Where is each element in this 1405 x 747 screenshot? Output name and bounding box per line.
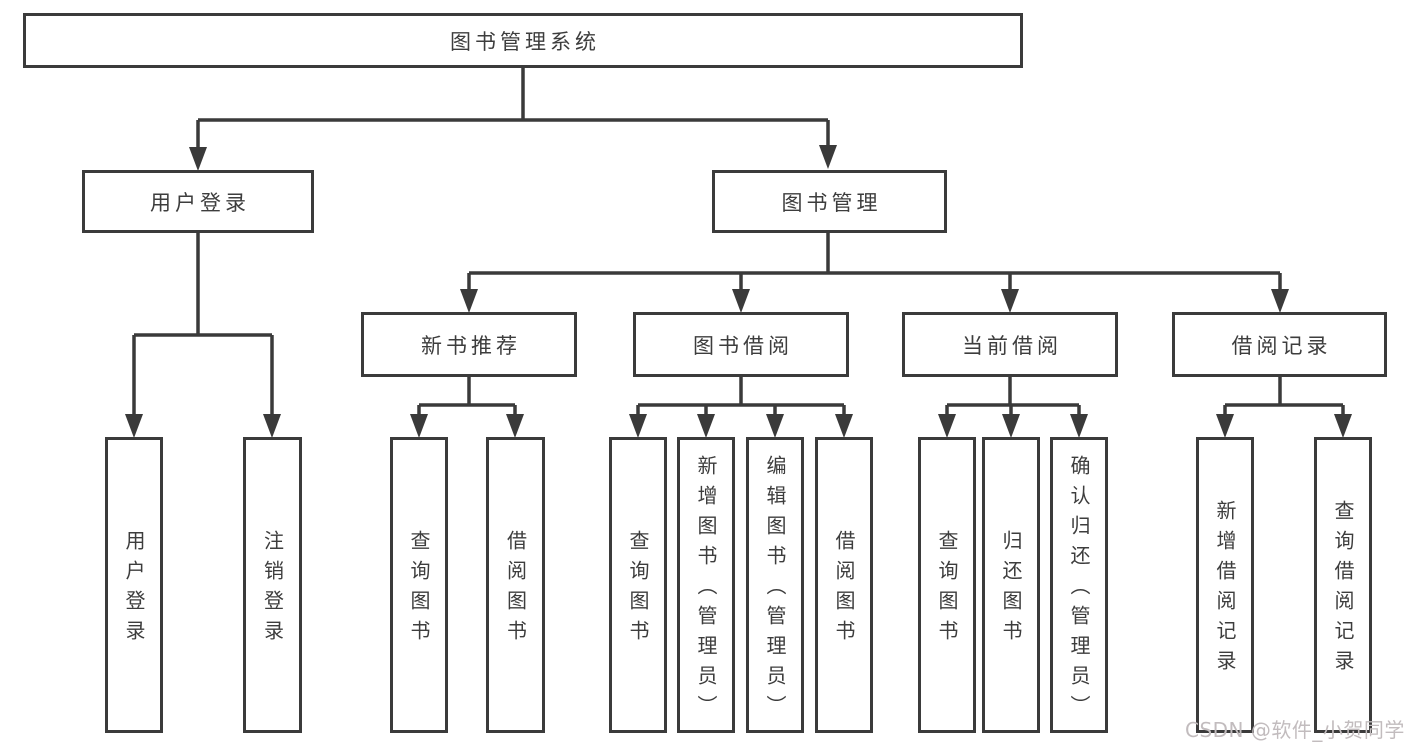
node-borrow-records-label: 借阅记录: [1231, 333, 1332, 358]
leaf-query-borrow-record-label: 查询借阅记录: [1331, 500, 1355, 680]
node-new-book-rec: 新书推荐: [361, 312, 577, 377]
node-book-mgmt-label: 图书管理: [781, 190, 882, 215]
leaf-edit-book-admin-label: 编辑图书（管理员）: [763, 455, 787, 725]
node-current-borrow-label: 当前借阅: [962, 333, 1062, 358]
leaf-add-book-admin-label: 新增图书（管理员）: [694, 455, 718, 725]
node-book-borrow-label: 图书借阅: [693, 333, 793, 358]
leaf-query-borrow-record: 查询借阅记录: [1314, 437, 1372, 733]
leaf-borrow-book-2-label: 借阅图书: [832, 530, 856, 650]
leaf-query-book-3-label: 查询图书: [935, 530, 959, 650]
leaf-user-login: 用户登录: [105, 437, 163, 733]
node-root-label: 图书管理系统: [450, 29, 600, 54]
node-user-login: 用户登录: [82, 170, 314, 233]
node-borrow-records: 借阅记录: [1172, 312, 1387, 377]
leaf-add-borrow-record: 新增借阅记录: [1196, 437, 1254, 733]
leaf-borrow-book-1: 借阅图书: [486, 437, 545, 733]
leaf-logout: 注销登录: [243, 437, 302, 733]
leaf-return-book: 归还图书: [982, 437, 1040, 733]
leaf-edit-book-admin: 编辑图书（管理员）: [746, 437, 804, 733]
node-book-mgmt: 图书管理: [712, 170, 947, 233]
leaf-borrow-book-1-label: 借阅图书: [503, 530, 528, 650]
leaf-query-book-1-label: 查询图书: [407, 530, 431, 650]
leaf-add-borrow-record-label: 新增借阅记录: [1213, 500, 1237, 680]
leaf-add-book-admin: 新增图书（管理员）: [677, 437, 735, 733]
leaf-return-book-label: 归还图书: [999, 530, 1023, 650]
leaf-logout-label: 注销登录: [260, 530, 285, 650]
node-book-borrow: 图书借阅: [633, 312, 849, 377]
node-user-login-label: 用户登录: [150, 190, 250, 215]
node-new-book-rec-label: 新书推荐: [421, 333, 521, 358]
leaf-query-book-2-label: 查询图书: [626, 530, 650, 650]
leaf-borrow-book-2: 借阅图书: [815, 437, 873, 733]
leaf-query-book-3: 查询图书: [918, 437, 976, 733]
csdn-watermark: CSDN @软件_小贺同学: [1185, 718, 1405, 742]
leaf-query-book-2: 查询图书: [609, 437, 667, 733]
leaf-user-login-label: 用户登录: [122, 530, 146, 650]
node-current-borrow: 当前借阅: [902, 312, 1118, 377]
leaf-confirm-return-admin-label: 确认归还（管理员）: [1067, 455, 1091, 725]
leaf-confirm-return-admin: 确认归还（管理员）: [1050, 437, 1108, 733]
leaf-query-book-1: 查询图书: [390, 437, 448, 733]
node-root: 图书管理系统: [23, 13, 1023, 68]
